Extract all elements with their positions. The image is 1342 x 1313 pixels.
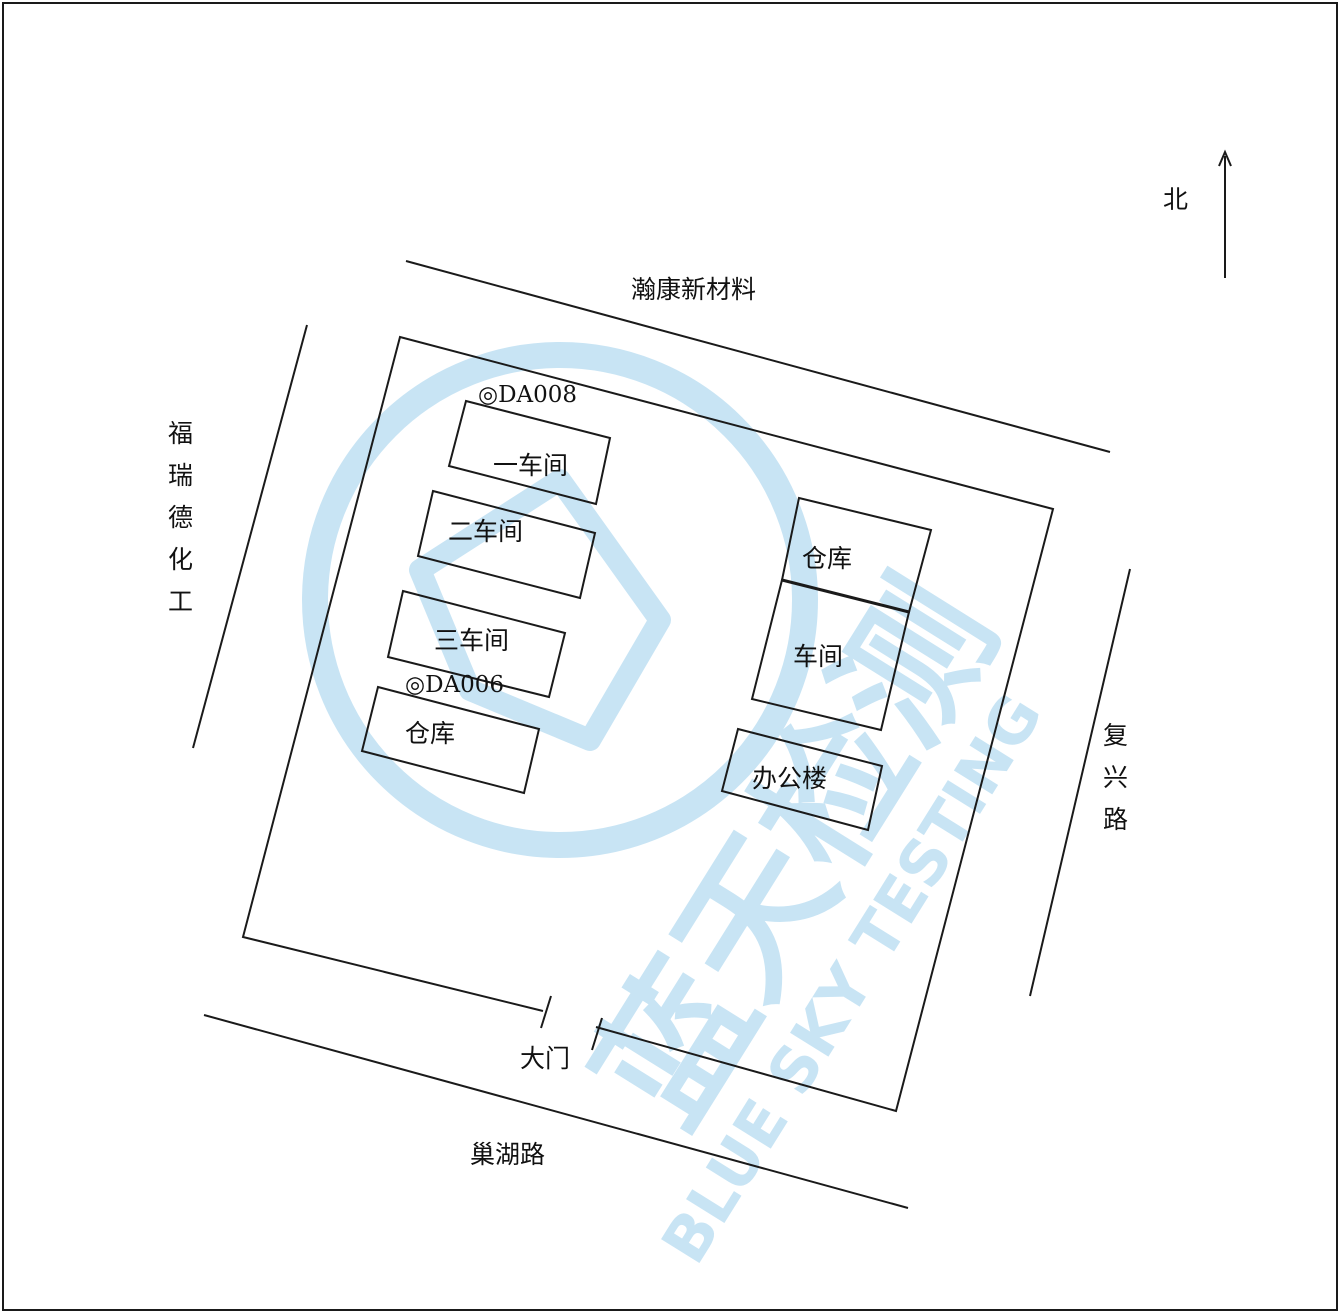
west-neighbor-char: 德: [168, 503, 193, 532]
monitoring-point-da008: ◎DA008: [478, 382, 577, 408]
building-office: [720, 727, 884, 832]
south-road-label: 巢湖路: [470, 1140, 545, 1169]
gate-label: 大门: [520, 1044, 570, 1073]
gate-post-left: [540, 995, 552, 1029]
monitoring-point-da006: ◎DA006: [405, 672, 504, 698]
west-boundary-line: [192, 324, 308, 749]
site-boundary-outline: [241, 335, 1055, 1113]
workshop-2-label: 二车间: [448, 517, 523, 546]
east-road-char: 路: [1103, 805, 1128, 834]
north-arrow: 北: [1163, 149, 1232, 278]
east-road-char: 复: [1103, 721, 1128, 750]
building-warehouse-west: [360, 685, 541, 795]
east-road-line: [1029, 568, 1131, 997]
west-neighbor-char: 瑞: [168, 461, 193, 490]
north-boundary-line: [405, 260, 1111, 453]
building-workshop-2: [416, 489, 597, 600]
north-arrow-head: [1218, 149, 1232, 167]
west-neighbor-char: 工: [168, 587, 193, 616]
watermark-logo-ring: [302, 342, 818, 858]
watermark-logo-mark: [409, 469, 671, 751]
north-label: 北: [1163, 185, 1188, 214]
west-neighbor-char: 化: [168, 545, 193, 574]
workshop-1-label: 一车间: [493, 451, 568, 480]
watermark: 蓝天检测 BLUE SKY TESTING: [302, 342, 1056, 1276]
south-road-line: [203, 1014, 909, 1209]
building-workshop-1: [447, 399, 612, 506]
neighbor-lines: [192, 260, 1131, 1209]
warehouse-workshop-divider: [781, 578, 910, 614]
west-neighbor-label: 福 瑞 德 化 工: [168, 419, 193, 616]
east-road-label: 复 兴 路: [1103, 721, 1128, 834]
north-neighbor-label: 瀚康新材料: [631, 275, 756, 304]
site-boundary: [241, 335, 1055, 1113]
warehouse-west-label: 仓库: [405, 719, 455, 748]
gate-post-right: [591, 1017, 603, 1051]
office-label: 办公楼: [752, 764, 827, 793]
building-workshop-3: [386, 589, 567, 699]
warehouse-east-label: 仓库: [802, 544, 852, 573]
workshop-3-label: 三车间: [434, 626, 509, 655]
workshop-east-label: 车间: [793, 642, 843, 671]
east-road-char: 兴: [1103, 763, 1128, 792]
west-neighbor-char: 福: [168, 419, 193, 448]
